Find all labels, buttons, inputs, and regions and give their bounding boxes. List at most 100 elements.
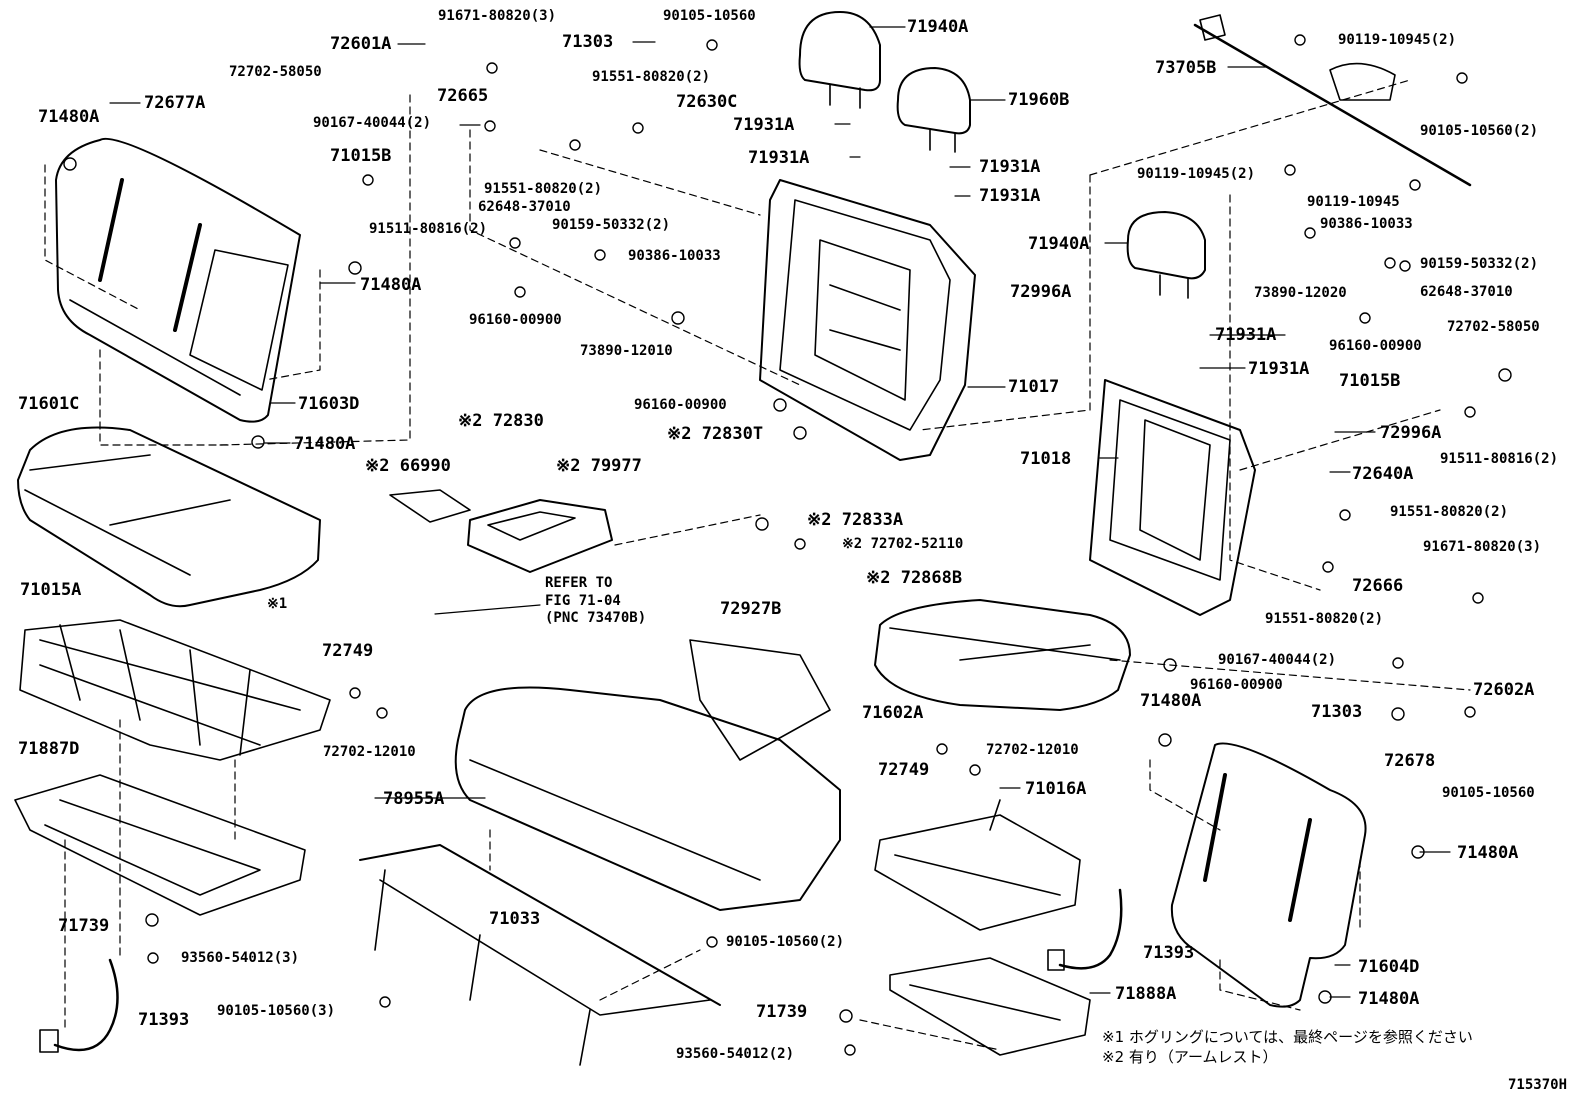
footnote-1: ※1 ホグリングについては、最終ページを参照ください xyxy=(1102,1028,1473,1046)
label-71480A: 71480A xyxy=(1358,989,1420,1009)
leader-lines xyxy=(44,79,1471,1051)
tray-left xyxy=(14,774,306,916)
label-71960B: 71960B xyxy=(1008,90,1070,110)
label-71931A: 71931A xyxy=(979,186,1041,206)
label-71931A: 71931A xyxy=(1248,359,1310,379)
label-72927B: 72927B xyxy=(720,599,782,619)
seat-cushion-right xyxy=(874,599,1131,711)
label-71033: 71033 xyxy=(489,909,541,929)
center-base-pad xyxy=(454,639,841,911)
label-62648-37010: 62648-37010 xyxy=(478,199,571,215)
callout-lines xyxy=(109,26,1451,998)
label-72640A: 72640A xyxy=(1352,464,1414,484)
label-91671-80820-3: 91671-80820(3) xyxy=(438,8,557,24)
label-66990: ※2 66990 xyxy=(365,456,451,476)
seat-back-left xyxy=(55,137,301,423)
harness-right xyxy=(1047,888,1123,971)
label-71739: 71739 xyxy=(756,1002,808,1022)
label-71303: 71303 xyxy=(1311,702,1363,722)
seat-back-right xyxy=(1170,742,1367,1008)
label-71931A: 71931A xyxy=(748,148,810,168)
label-78955A: 78955A xyxy=(383,789,445,809)
seat-frame-right xyxy=(874,799,1081,931)
label-72749: 72749 xyxy=(322,641,374,661)
headrest-right xyxy=(1126,211,1206,299)
label-90167-40044-2: 90167-40044(2) xyxy=(313,115,432,131)
label-90386-10033: 90386-10033 xyxy=(1320,216,1413,232)
label-72996A: 72996A xyxy=(1380,423,1442,443)
label-73705B: 73705B xyxy=(1155,58,1217,78)
label-96160-00900: 96160-00900 xyxy=(1329,338,1422,354)
label-71601C: 71601C xyxy=(18,394,80,414)
seat-back-frame-center xyxy=(759,179,976,461)
fastener-marks xyxy=(63,34,1512,1056)
label-71480A: 71480A xyxy=(1457,843,1519,863)
refer-note: REFER TO FIG 71-04 (PNC 73470B) xyxy=(545,575,647,626)
label-71018: 71018 xyxy=(1020,449,1072,469)
label-71887D: 71887D xyxy=(18,739,80,759)
label-90105-10560-2: 90105-10560(2) xyxy=(726,934,845,950)
label-90119-10945-2: 90119-10945(2) xyxy=(1137,166,1256,182)
label-71015A: 71015A xyxy=(20,580,82,600)
label-71015B: 71015B xyxy=(1339,371,1401,391)
label-71480A: 71480A xyxy=(294,434,356,454)
label-96160-00900: 96160-00900 xyxy=(469,312,562,328)
label-90386-10033: 90386-10033 xyxy=(628,248,721,264)
label-71480A: 71480A xyxy=(360,275,422,295)
label-71015B: 71015B xyxy=(330,146,392,166)
label-90105-10560: 90105-10560 xyxy=(1442,785,1535,801)
label-91671-80820-3: 91671-80820(3) xyxy=(1423,539,1542,555)
label-71940A: 71940A xyxy=(1028,234,1090,254)
label-71940A: 71940A xyxy=(907,17,969,37)
label-90119-10945-2: 90119-10945(2) xyxy=(1338,32,1457,48)
label-72868B: ※2 72868B xyxy=(866,568,963,588)
label-71604D: 71604D xyxy=(1358,957,1420,977)
label-91551-80820-2: 91551-80820(2) xyxy=(1390,504,1509,520)
label-73890-12010: 73890-12010 xyxy=(580,343,673,359)
label-72665: 72665 xyxy=(437,86,489,106)
label-71888A: 71888A xyxy=(1115,984,1177,1004)
label-71739: 71739 xyxy=(58,916,110,936)
label-96160-00900: 96160-00900 xyxy=(634,397,727,413)
seat-cushion-left xyxy=(17,426,321,608)
harness-left xyxy=(39,958,119,1053)
label-72677A: 72677A xyxy=(144,93,206,113)
headrest-left xyxy=(798,11,881,109)
diagram-code: 715370H xyxy=(1508,1077,1568,1093)
label-91511-80816-2: 91511-80816(2) xyxy=(369,221,488,237)
label-91511-80816-2: 91511-80816(2) xyxy=(1440,451,1559,467)
label-72749: 72749 xyxy=(878,760,930,780)
label-96160-00900: 96160-00900 xyxy=(1190,677,1283,693)
label-72702-52110: ※2 72702-52110 xyxy=(842,536,964,552)
label-91551-80820-2: 91551-80820(2) xyxy=(1265,611,1384,627)
label-72601A: 72601A xyxy=(330,34,392,54)
tray-right xyxy=(889,957,1091,1056)
label-73890-12020: 73890-12020 xyxy=(1254,285,1347,301)
label-71016A: 71016A xyxy=(1025,779,1087,799)
label-71603D: 71603D xyxy=(298,394,360,414)
label-note1-marker: ※1 xyxy=(267,596,288,612)
label-71931A: 71931A xyxy=(1215,325,1277,345)
label-72702-12010: 72702-12010 xyxy=(323,744,416,760)
label-90105-10560-3: 90105-10560(3) xyxy=(217,1003,336,1019)
center-frame xyxy=(359,844,721,1066)
label-72702-58050: 72702-58050 xyxy=(229,64,322,80)
headrest-middle xyxy=(896,67,971,153)
label-71393: 71393 xyxy=(1143,943,1195,963)
label-71017: 71017 xyxy=(1008,377,1060,397)
armrest xyxy=(389,489,613,573)
label-90167-40044-2: 90167-40044(2) xyxy=(1218,652,1337,668)
label-71393: 71393 xyxy=(138,1010,190,1030)
label-72602A: 72602A xyxy=(1473,680,1535,700)
label-79977: ※2 79977 xyxy=(556,456,642,476)
label-93560-54012-3: 93560-54012(3) xyxy=(181,950,300,966)
footnote-2: ※2 有り（アームレスト） xyxy=(1102,1048,1278,1066)
label-90119-10945: 90119-10945 xyxy=(1307,194,1400,210)
label-72833A: ※2 72833A xyxy=(807,510,904,530)
seat-frame-left xyxy=(19,619,331,761)
label-72830: ※2 72830 xyxy=(458,411,544,431)
label-72830T: ※2 72830T xyxy=(667,424,764,444)
label-62648-37010: 62648-37010 xyxy=(1420,284,1513,300)
label-72678: 72678 xyxy=(1384,751,1436,771)
